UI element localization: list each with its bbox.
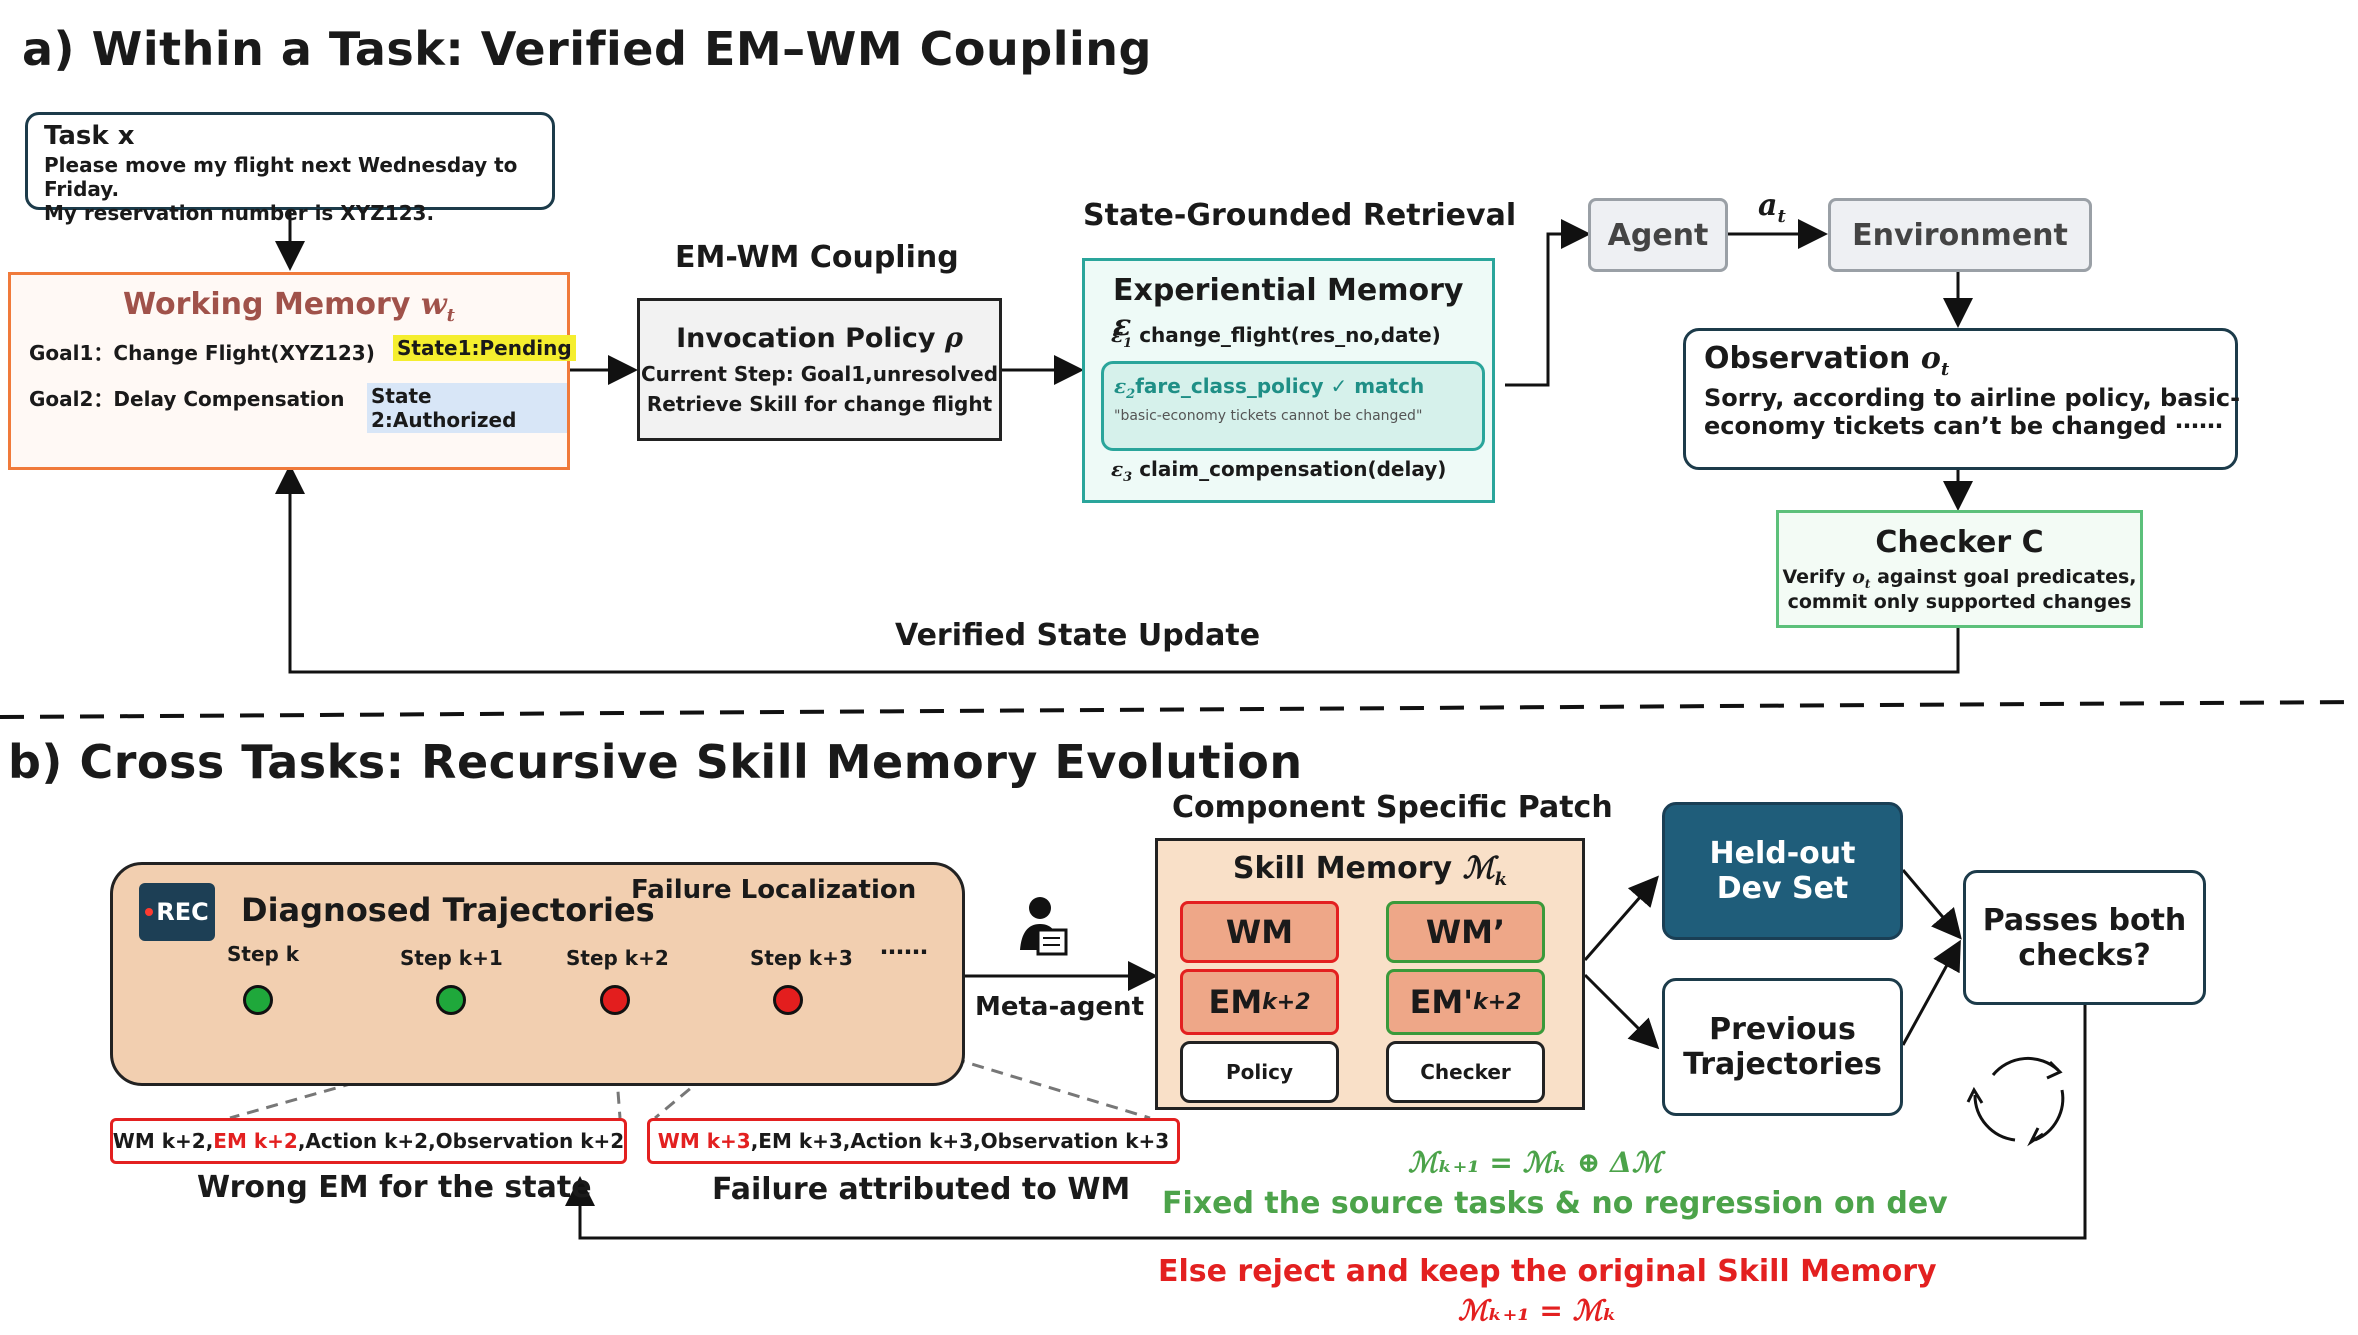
em-entry-2-quote: "basic-economy tickets cannot be changed…	[1114, 408, 1423, 424]
environment-box: Environment	[1828, 198, 2092, 272]
action-label: at	[1758, 188, 1786, 227]
observation-line-1: Sorry, according to airline policy, basi…	[1704, 384, 2241, 412]
reject-formula: ℳₖ₊₁ = ℳₖ	[1458, 1294, 1618, 1327]
wm-component: WM	[1180, 901, 1339, 963]
diagnosed-title: Diagnosed Trajectories	[241, 891, 655, 929]
checker-title: Checker C	[1875, 525, 2044, 560]
policy-line-1: Current Step: Goal1,unresolved	[640, 362, 999, 386]
invocation-policy-box: Invocation Policy ρ Current Step: Goal1,…	[637, 298, 1002, 441]
policy-title: Invocation Policy ρ	[676, 323, 963, 354]
wm-state-1: State1:Pending	[393, 335, 576, 361]
task-line-1: Please move my flight next Wednesday to …	[44, 153, 518, 201]
verified-update-label: Verified State Update	[895, 618, 1261, 653]
wrong-em-label: Wrong EM for the state	[197, 1170, 592, 1205]
checker-line-2: commit only supported changes	[1787, 590, 2132, 613]
fixed-text: Fixed the source tasks & no regression o…	[1162, 1186, 1948, 1221]
failure-localization-label: Failure Localization	[631, 875, 917, 905]
policy-component: Policy	[1180, 1041, 1339, 1103]
working-memory-box: Working Memory wt Goal1：Change Flight(XY…	[8, 272, 576, 470]
agent-box: Agent	[1588, 198, 1728, 272]
step-label: Step k+2	[566, 946, 669, 970]
coupling-label: EM-WM Coupling	[675, 240, 959, 275]
diagnosed-trajectories-panel: REC Diagnosed Trajectories Failure Local…	[110, 862, 965, 1086]
cycle-icon	[1966, 1056, 2065, 1147]
em-entry-3: ε3 claim_compensation(delay)	[1111, 457, 1447, 485]
em-title: Experiential Memory ε	[1113, 273, 1464, 343]
policy-line-2: Retrieve Skill for change flight	[646, 392, 993, 416]
working-memory-title: Working Memory wt	[123, 287, 455, 326]
observation-line-2: economy tickets can’t be changed ⋯⋯	[1704, 412, 2224, 440]
arrow-heldout-to-passes	[1901, 869, 1962, 940]
previous-trajectories: Previous Trajectories	[1662, 978, 1903, 1116]
meta-agent-label: Meta-agent	[975, 992, 1144, 1022]
trace-box-k3: WM k+3,EM k+3,Action k+3,Observation k+3	[647, 1118, 1180, 1164]
step-label: Step k	[227, 942, 300, 966]
wm-state-2: State 2:Authorized	[367, 383, 567, 433]
arrow-skill-to-heldout	[1583, 875, 1659, 961]
checker-box: Checker C Verify ot against goal predica…	[1776, 510, 2143, 628]
task-line-2: My reservation number is XYZ123.	[44, 201, 435, 225]
em-entry-2-highlight: ε2fare_class_policy ✓ match "basic-econo…	[1101, 361, 1485, 451]
wm-goal-1: Goal1：Change Flight(XYZ123)	[29, 341, 375, 365]
retrieval-label: State-Grounded Retrieval	[1083, 198, 1517, 233]
step-node-fail	[600, 985, 630, 1015]
em-entry-2: ε2fare_class_policy ✓ match	[1114, 374, 1425, 402]
section-b-title: b) Cross Tasks: Recursive Skill Memory E…	[8, 735, 1303, 789]
skill-memory-title: Skill Memory ℳk	[1232, 851, 1508, 890]
checker-line-1: Verify ot against goal predicates,	[1782, 566, 2137, 591]
failure-wm-label: Failure attributed to WM	[712, 1172, 1131, 1207]
observation-box: Observation ot Sorry, according to airli…	[1683, 328, 2241, 470]
meta-agent-icon	[1020, 897, 1068, 956]
section-separator	[0, 700, 2358, 719]
em-entry-1: ε1 change_flight(res_no,date)	[1111, 323, 1441, 351]
passes-both-checks: Passes both checks?	[1963, 870, 2206, 1005]
task-box: Task x Please move my flight next Wednes…	[25, 112, 555, 225]
experiential-memory-box: Experiential Memory ε ε1 change_flight(r…	[1082, 258, 1495, 503]
arrow-skill-to-previous	[1583, 973, 1660, 1050]
step-node-fail	[773, 985, 803, 1015]
wm-goal-2: Goal2：Delay Compensation	[29, 387, 345, 411]
task-title: Task x	[44, 121, 135, 151]
arrow-em-to-agent	[1505, 219, 1591, 387]
update-formula: ℳₖ₊₁ = ℳₖ ⊕ Δℳ	[1408, 1146, 1662, 1179]
step-label: Step k+1	[400, 946, 503, 970]
em-prime-component: EM'k+2	[1386, 969, 1545, 1035]
checker-component: Checker	[1386, 1041, 1545, 1103]
arrow-previous-to-passes	[1901, 939, 1961, 1046]
observation-title: Observation ot	[1704, 341, 1950, 380]
heldout-dev-set: Held-out Dev Set	[1662, 802, 1903, 940]
steps-ellipsis: ⋯⋯	[880, 938, 928, 966]
step-label: Step k+3	[750, 946, 853, 970]
step-node-ok	[436, 985, 466, 1015]
patch-label: Component Specific Patch	[1172, 790, 1613, 825]
trace-box-k2: WM k+2,EM k+2,Action k+2,Observation k+2	[110, 1118, 627, 1164]
step-node-ok	[243, 985, 273, 1015]
rec-icon: REC	[139, 883, 215, 941]
arrow-verified-update	[275, 464, 1960, 674]
reject-text: Else reject and keep the original Skill …	[1158, 1254, 1937, 1289]
section-a-title: a) Within a Task: Verified EM–WM Couplin…	[22, 22, 1152, 76]
arrow-passes-feedback	[565, 1005, 2087, 1240]
wm-prime-component: WM’	[1386, 901, 1545, 963]
